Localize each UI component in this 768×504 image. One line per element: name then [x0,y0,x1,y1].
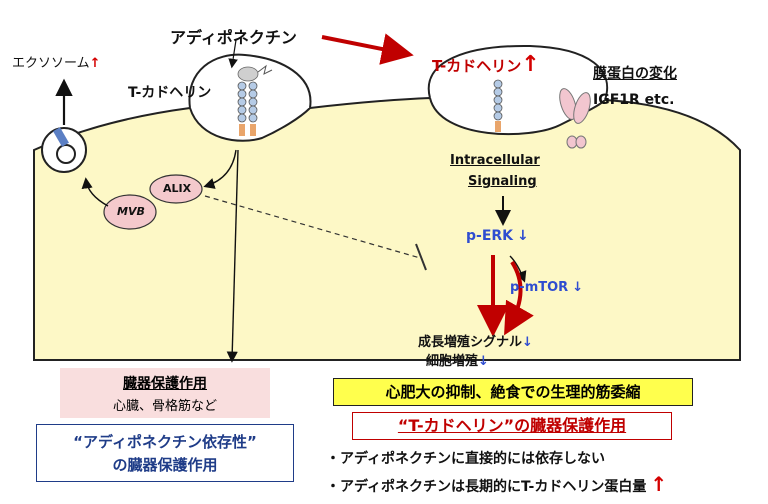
signaling-label: Signaling [468,174,537,189]
p-mtor-label: p-mTOR↓ [510,280,584,295]
adiponectin-label: アディポネクチン [170,28,297,47]
t-cadherin-protection-box: “T-カドヘリン”の臓器保護作用 [352,412,672,440]
t-cadherin-right-label: T-カドヘリン↑ [432,52,540,77]
adiponectin-dependency-box: “アディポネクチン依存性” の臓器保護作用 [36,424,294,482]
mvb-label: MVB [117,205,145,218]
exosome-vesicle [41,127,87,173]
cell-proliferation-label: 細胞増殖↓ [426,354,489,369]
left-membrane-lobe [188,53,312,109]
cell-proliferation-down-arrow: ↓ [478,354,489,369]
organ-protection-body: 心臓、骨格筋など [112,399,217,414]
mvb-node [103,194,157,230]
membrane-change-label: 膜蛋白の変化 [593,66,677,82]
tcad-to-alix-arrow [203,149,237,189]
cell-membrane [33,96,741,361]
alix-label: ALIX [163,182,192,195]
growth-signal-down-arrow: ↓ [522,335,533,350]
organ-protection-title: 臓器保護作用 [123,376,207,392]
adiponectin-binding-arrow [228,39,238,69]
perk-to-mtor-arrow [509,255,527,283]
p-mtor-down-arrow: ↓ [572,280,584,295]
mtor-to-growth-arrow [504,260,534,336]
exosome-up-arrow: ↑ [89,56,101,71]
igf1r-label: IGF1R etc. [593,92,675,108]
p-erk-down-arrow: ↓ [517,228,529,244]
igf1r-receptor-icon [559,88,591,149]
bullet-2-up-arrow: ↑ [650,472,668,496]
t-cadherin-up-arrow: ↑ [521,52,540,77]
hypertrophy-suppression-box: 心肥大の抑制、絶食での生理的筋委縮 [333,378,693,406]
bullet-2: ・アディポネクチンは長期的にT-カドヘリン蛋白量↑ [326,472,668,496]
bullet-1: ・アディポネクチンに直接的には依存しない [326,451,606,467]
inhibition-bar [415,243,427,271]
alix-node [149,174,203,204]
t-cadherin-chain-right [493,79,503,132]
alix-inhibition-line [204,195,421,259]
right-membrane-lobe [427,44,609,101]
adiponectin-upregulation-arrow [321,33,414,65]
organ-protection-box: 臓器保護作用 心臓、骨格筋など [60,368,270,418]
growth-signal-label: 成長増殖シグナル↓ [418,335,533,350]
t-cadherin-left-label: T-カドヘリン [128,85,212,101]
mvb-to-exosome-arrow [81,177,109,207]
t-cadherin-chain-left [237,64,273,136]
p-erk-label: p-ERK↓ [466,228,529,244]
intracellular-label: Intracellular [450,153,540,168]
dependency-line2: の臓器保護作用 [112,456,218,474]
tcad-to-organ-arrow [226,149,239,363]
exosome-label: エクソソーム↑ [12,56,101,71]
dependency-line1: “アディポネクチン依存性” [73,433,257,451]
